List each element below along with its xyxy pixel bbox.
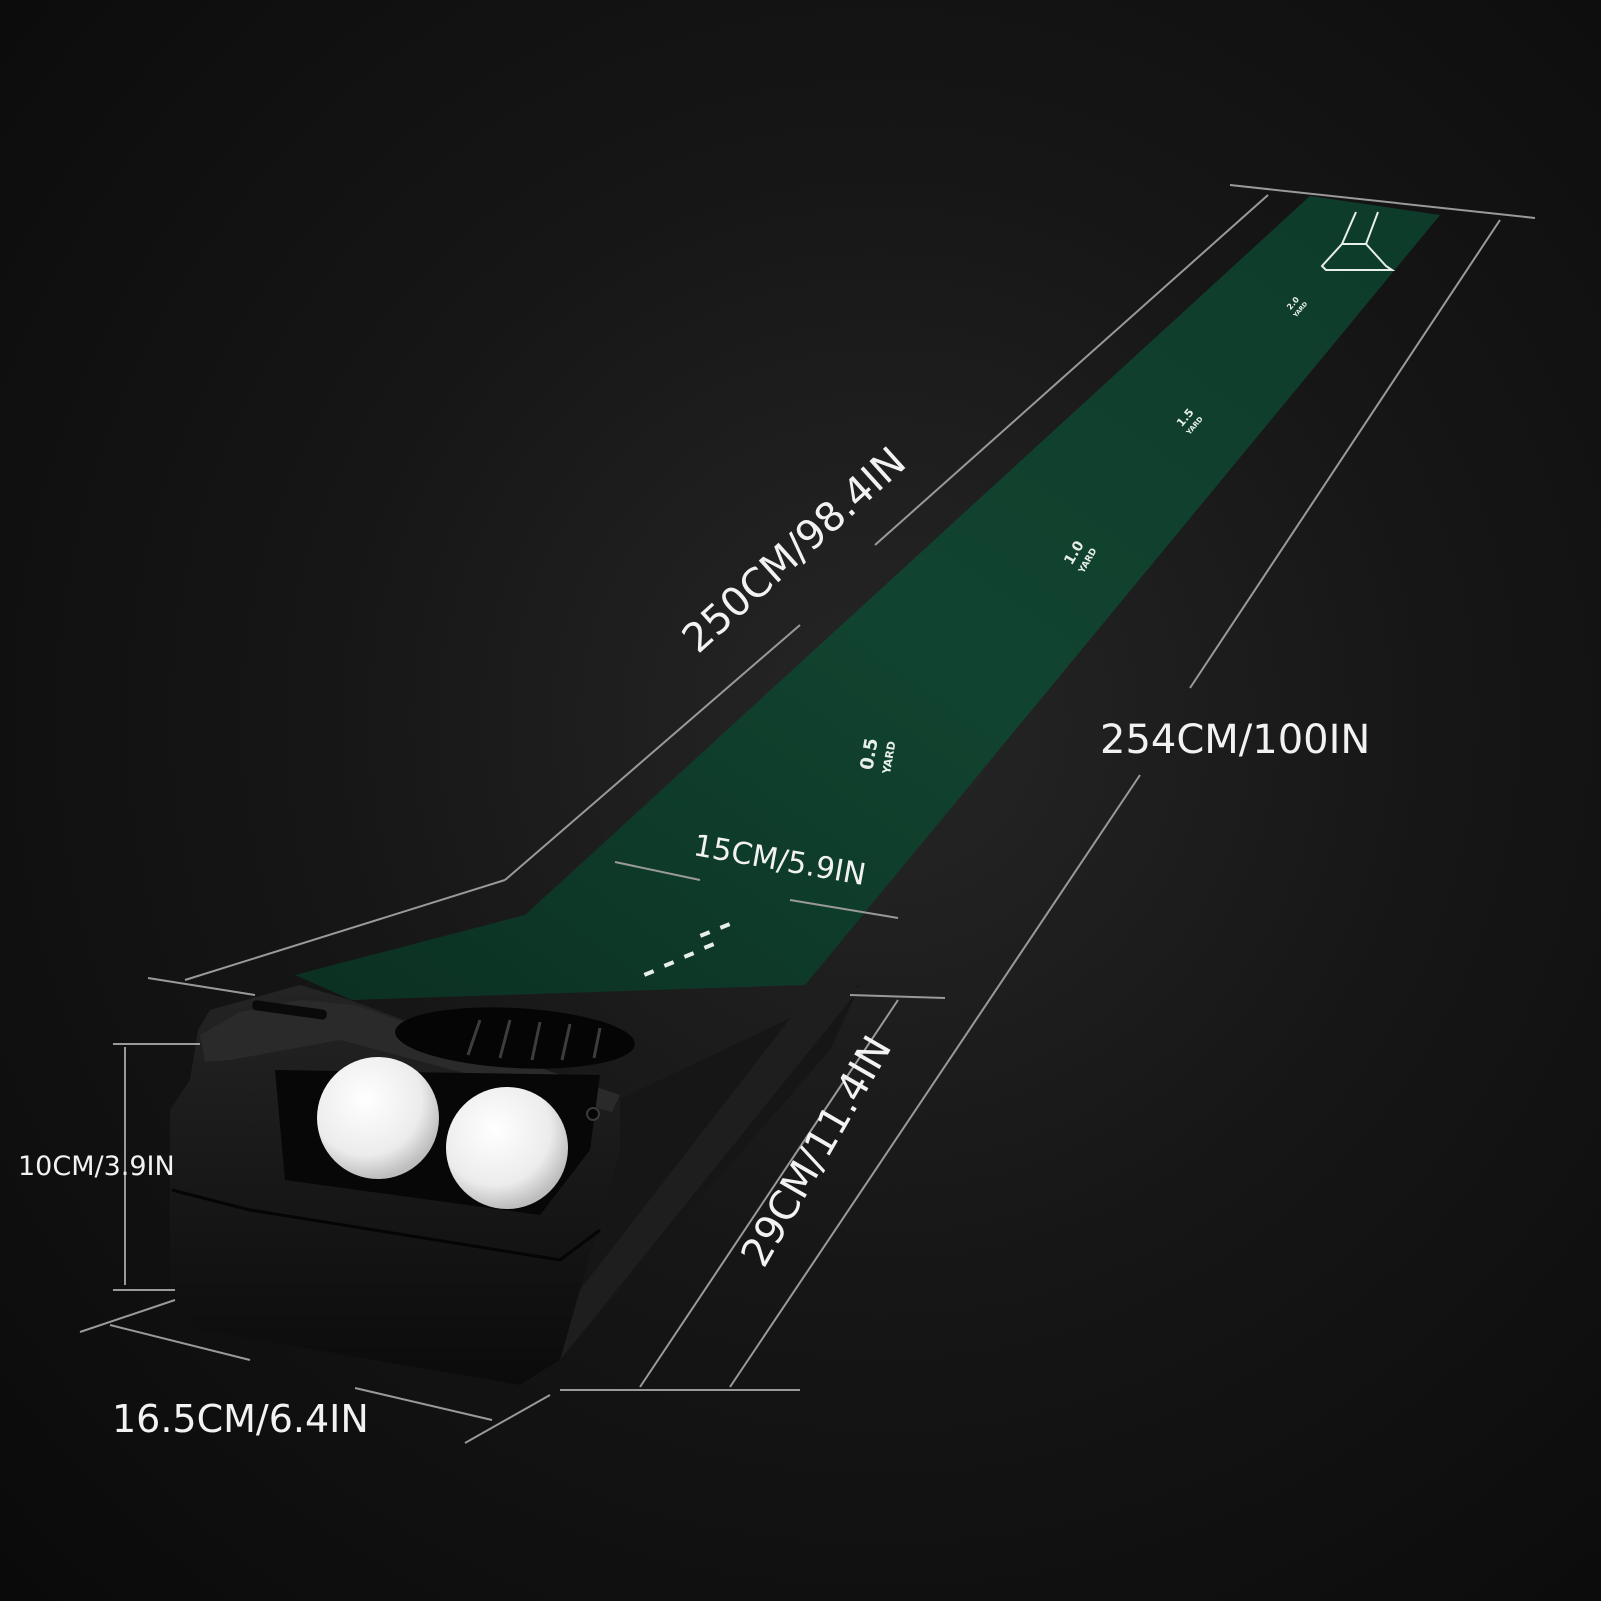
ball-return-box bbox=[170, 980, 860, 1385]
putting-mat bbox=[295, 196, 1440, 1000]
golf-ball-2 bbox=[446, 1087, 568, 1209]
mat-aim-dashes bbox=[643, 922, 731, 977]
dim-label-10cm: 10CM/3.9IN bbox=[18, 1151, 175, 1182]
golf-ball-1 bbox=[317, 1057, 439, 1179]
dim-label-16-5cm: 16.5CM/6.4IN bbox=[112, 1397, 369, 1441]
mat-hole bbox=[395, 1007, 635, 1069]
dimension-lines bbox=[79, 184, 1536, 1444]
svg-text:YARD: YARD bbox=[880, 740, 899, 776]
target-cup-icon bbox=[1320, 211, 1396, 271]
dim-label-254cm: 254CM/100IN bbox=[1100, 717, 1370, 763]
mat-marking-0-5: 0.5 YARD bbox=[856, 737, 899, 776]
